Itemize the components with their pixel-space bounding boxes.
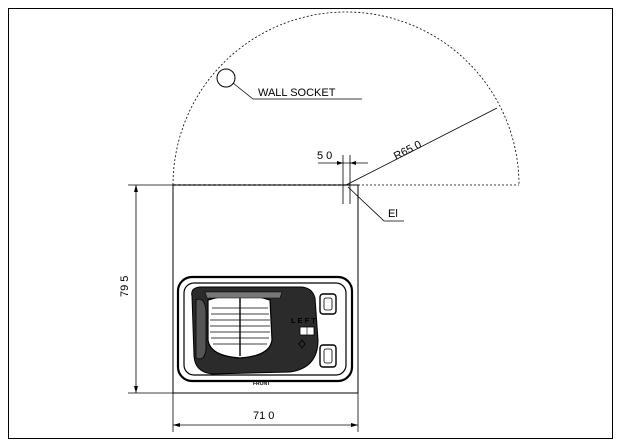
unit-outline [172, 184, 359, 394]
wall-socket-leader [232, 82, 362, 100]
wall-socket-circle [216, 68, 236, 88]
offset-arrow-right [350, 161, 356, 165]
wall-socket-label: WALL SOCKET [258, 87, 336, 99]
depth-label: 79 5 [119, 276, 131, 297]
grille-slats [210, 298, 270, 356]
width-label: 71 0 [253, 410, 274, 422]
arrow-marker [298, 339, 306, 349]
front-label: FRONT [253, 381, 270, 387]
depth-arrow-bottom [134, 386, 138, 393]
right-clip-top-inner [323, 297, 333, 311]
appliance-inner [183, 282, 347, 376]
right-clip-bottom [319, 344, 337, 368]
width-arrow-left [173, 423, 180, 427]
offset-arrow-left [337, 161, 343, 165]
right-clip-bottom-inner [323, 348, 333, 364]
width-arrow-right [351, 423, 358, 427]
top-handle [204, 291, 283, 299]
clearance-arc [172, 11, 520, 186]
side-label: L E F T [291, 316, 316, 325]
appliance-top-view: L E F T FRONT [176, 275, 354, 387]
el-label: El [388, 208, 398, 220]
right-clip-top [319, 293, 337, 315]
el-leader [347, 186, 404, 222]
radius-label: R65 0 [392, 139, 424, 163]
depth-arrow-top [134, 185, 138, 192]
left-handle [195, 298, 207, 360]
offset-label: 5 0 [317, 150, 332, 162]
radius-line [345, 107, 498, 186]
